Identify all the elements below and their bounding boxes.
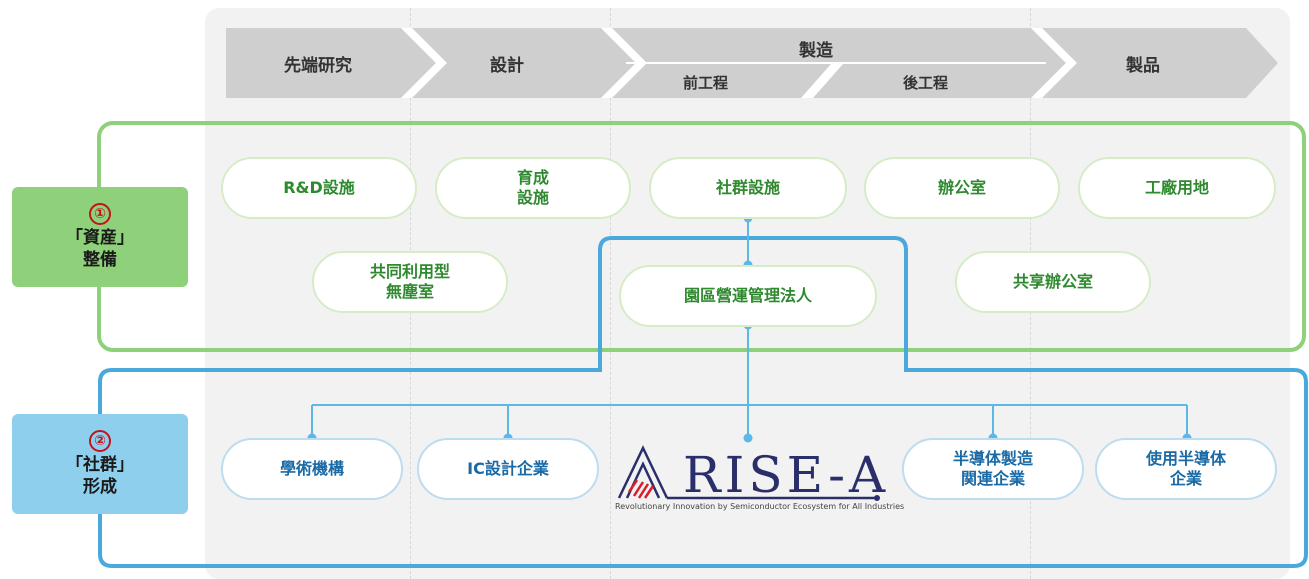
number-badge: ② <box>89 429 111 452</box>
node-semiconductor-manufacturing: 半導体製造 関連企業 <box>902 438 1084 500</box>
side-label-title: 「資産」 <box>66 227 134 248</box>
side-label-community: ② 「社群」 形成 <box>12 414 188 514</box>
node-shared-office: 共享辦公室 <box>955 251 1151 313</box>
side-label-subtitle: 形成 <box>83 477 117 497</box>
node-park-operator: 園區營運管理法人 <box>619 265 877 327</box>
node-community-facility: 社群設施 <box>649 157 847 219</box>
stage-design: 設計 <box>490 56 524 76</box>
stage-research: 先端研究 <box>284 56 352 76</box>
stage-manufacturing: 製造 <box>799 41 833 61</box>
node-ic-design-companies: IC設計企業 <box>417 438 599 500</box>
rise-a-logo-mark <box>617 445 880 501</box>
stage-products: 製品 <box>1126 56 1160 76</box>
stage-chevron-bar <box>226 28 1278 98</box>
number-badge: ① <box>89 202 111 225</box>
rise-a-logo-wordmark: RISE-A <box>683 446 890 504</box>
node-academic-institutions: 學術機構 <box>221 438 403 500</box>
node-incubation-facility: 育成 設施 <box>435 157 631 219</box>
node-rd-facility: R&D設施 <box>221 157 417 219</box>
stage-back-end: 後工程 <box>903 74 949 92</box>
node-shared-cleanroom: 共同利用型 無塵室 <box>312 251 508 313</box>
node-semiconductor-users: 使用半導体 企業 <box>1095 438 1277 500</box>
node-factory-land: 工廠用地 <box>1078 157 1276 219</box>
column-divider <box>610 8 611 579</box>
side-label-assets: ① 「資産」 整備 <box>12 187 188 287</box>
rise-a-logo-tagline: Revolutionary Innovation by Semiconducto… <box>615 502 905 511</box>
node-office: 辦公室 <box>864 157 1060 219</box>
stage-front-end: 前工程 <box>683 74 729 92</box>
side-label-title: 「社群」 <box>66 454 134 475</box>
side-label-subtitle: 整備 <box>83 250 117 270</box>
